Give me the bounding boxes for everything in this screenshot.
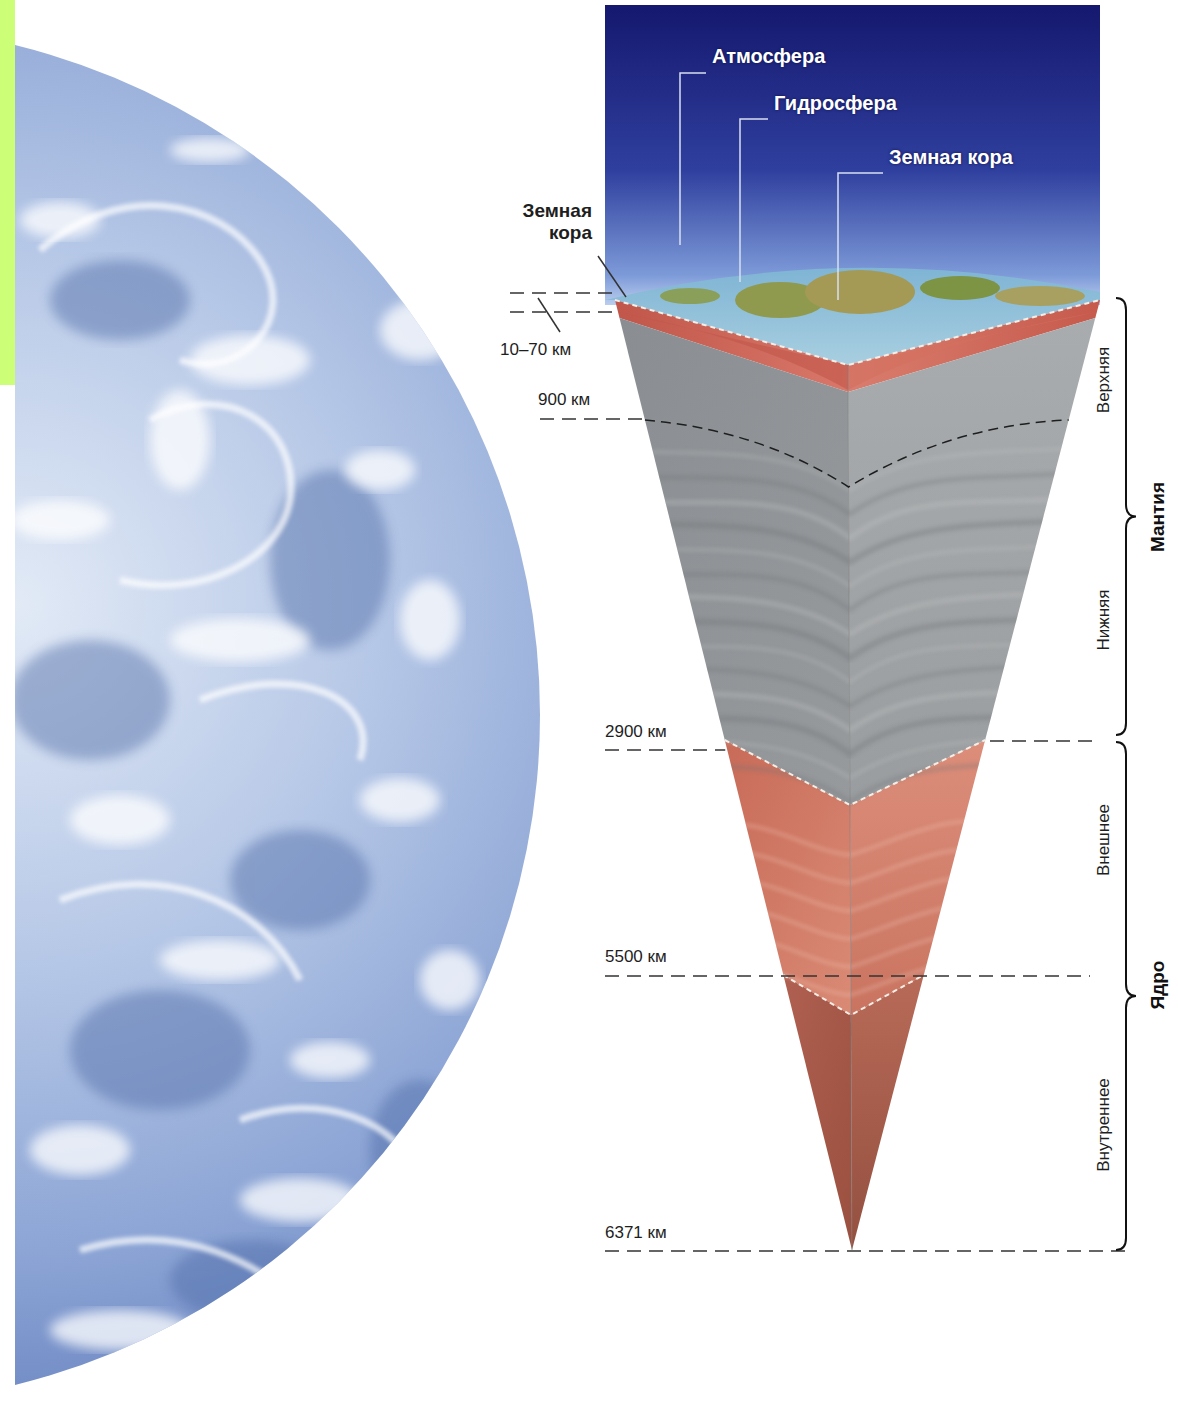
inner-core-layer <box>851 975 924 1250</box>
mantle-streak <box>600 589 1110 634</box>
mantle-streak <box>600 541 1110 586</box>
leader-line <box>598 256 626 297</box>
cloud-band <box>120 404 291 585</box>
leader-line <box>740 119 768 282</box>
depth-label: 900 км <box>538 390 590 410</box>
globe <box>15 25 540 1403</box>
globe-clouds <box>15 138 480 1350</box>
depth-label: 6371 км <box>605 1223 667 1243</box>
cloud <box>160 940 280 980</box>
depth-dash <box>605 975 1090 977</box>
mantle-streak <box>600 445 1110 490</box>
cloud <box>380 300 460 360</box>
ocean-patch <box>370 1080 470 1220</box>
core-streak <box>700 933 1010 967</box>
depth-label: 5500 км <box>605 947 667 967</box>
continent <box>660 288 720 304</box>
sublayer-label: Нижняя <box>1094 590 1114 651</box>
brace <box>1116 298 1136 735</box>
core-streak <box>700 849 1010 883</box>
core-streak <box>700 961 1010 995</box>
mantle-streak <box>600 685 1110 730</box>
mantle-streak <box>600 517 1110 562</box>
texture <box>600 445 1110 995</box>
cloud-band <box>80 1240 320 1320</box>
depth-curve <box>645 420 1069 487</box>
cloud <box>70 795 170 845</box>
depth-dash <box>510 292 612 294</box>
cloud <box>420 950 480 1010</box>
mantle-streak <box>600 709 1110 754</box>
continent <box>995 286 1085 306</box>
group-label: Мантия <box>1147 482 1169 552</box>
cloud <box>360 778 440 822</box>
depth-dash <box>605 749 725 751</box>
mantle-streak <box>600 733 1110 778</box>
depth-label: 2900 км <box>605 722 667 742</box>
cloud-band <box>60 884 300 980</box>
cone-ridge <box>848 365 852 1250</box>
mantle-streak <box>600 757 1110 802</box>
depth-dash <box>605 1250 1125 1252</box>
cloud <box>240 1178 360 1222</box>
globe-disc <box>15 25 540 1403</box>
inner-core-layer <box>783 975 852 1250</box>
depth-dash <box>990 740 1100 742</box>
cloud <box>190 335 310 385</box>
cloud-band <box>40 206 273 364</box>
core-streak <box>700 877 1010 911</box>
brace <box>1116 742 1136 1250</box>
sky <box>605 5 1100 305</box>
cloud <box>30 1125 130 1175</box>
depth-dash <box>510 311 616 313</box>
layer-boundary <box>615 300 1100 365</box>
leader-line <box>680 73 706 245</box>
group-label: Ядро <box>1147 961 1169 1010</box>
sublayer-label: Внешнее <box>1094 804 1114 876</box>
depth-label: 10–70 км <box>500 340 571 360</box>
ocean-patch <box>15 640 170 760</box>
core-streak <box>700 821 1010 855</box>
land <box>660 270 1085 318</box>
layer-label: Земная кора <box>889 146 1013 169</box>
crust-shade <box>618 312 848 390</box>
cloud <box>290 1042 370 1078</box>
depth-dash <box>540 418 645 420</box>
mantle-streak <box>600 469 1110 514</box>
mantle-streak <box>600 493 1110 538</box>
layer-label: Атмосфера <box>712 45 825 68</box>
layer-label: Земная кора <box>492 200 592 244</box>
cloud <box>50 1310 190 1350</box>
leader-line <box>838 173 883 300</box>
cloud-band <box>200 684 363 760</box>
dimension-tick <box>538 298 560 332</box>
outer-core-layer <box>725 740 851 1015</box>
layer-boundary <box>783 975 923 1015</box>
mantle-streak <box>600 613 1110 658</box>
core-streak <box>700 905 1010 939</box>
crust-shade <box>848 312 1097 390</box>
continent <box>805 270 915 314</box>
mantle-streak <box>600 565 1110 610</box>
mantle-streak <box>600 637 1110 682</box>
continent <box>920 276 1000 300</box>
mantle-streak <box>600 661 1110 706</box>
cloud <box>380 1272 460 1308</box>
ocean-patch <box>50 260 190 340</box>
layer-boundary <box>725 740 985 805</box>
cloud-band <box>240 1108 420 1180</box>
ocean-patch <box>230 830 370 930</box>
ocean-patch <box>170 1240 330 1320</box>
cloud <box>170 138 250 162</box>
cloud <box>15 500 110 540</box>
sublayer-label: Внутреннее <box>1094 1078 1114 1172</box>
cloud <box>400 580 460 660</box>
layer-label: Гидросфера <box>774 92 897 115</box>
side-bar <box>0 0 15 385</box>
sublayer-label: Верхняя <box>1094 347 1114 413</box>
cloud <box>345 450 415 490</box>
cloud <box>170 618 310 662</box>
ocean-patch <box>70 990 250 1110</box>
